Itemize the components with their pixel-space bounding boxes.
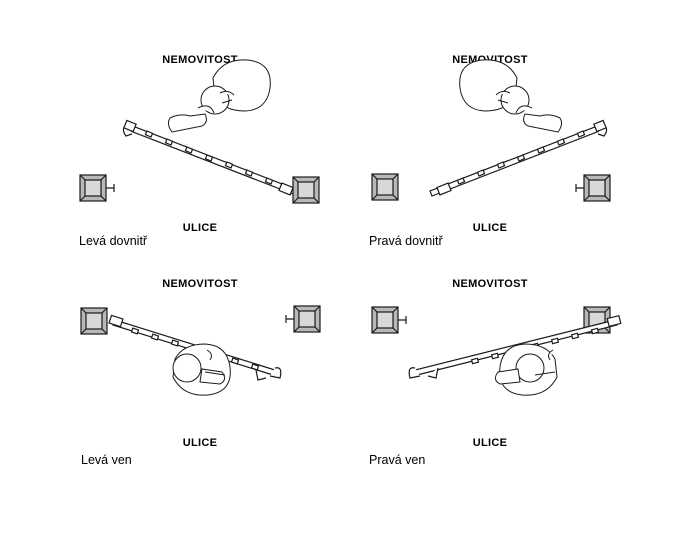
gate-post-icon xyxy=(371,173,399,201)
person-topdown-icon xyxy=(494,343,558,396)
person-topdown-icon xyxy=(167,59,271,133)
gate-leaf-icon xyxy=(429,119,608,197)
street-label: ULICE xyxy=(182,222,218,234)
caption: Pravá ven xyxy=(369,453,426,467)
property-label: NEMOVITOST xyxy=(162,278,238,290)
diagram-right-outward: NEMOVITOST xyxy=(360,272,660,502)
gate-post-icon xyxy=(292,176,320,204)
gate-post-icon xyxy=(575,174,611,202)
street-label: ULICE xyxy=(472,222,508,234)
diagram-right-inward: NEMOVITOST xyxy=(360,48,660,278)
gate-diagram-svg xyxy=(80,305,321,396)
diagram-left-inward: NEMOVITOST xyxy=(70,48,370,278)
caption: Pravá dovnitř xyxy=(369,234,443,248)
diagram-left-outward: NEMOVITOST xyxy=(70,272,370,502)
gate-post-icon xyxy=(80,307,108,335)
gate-post-icon xyxy=(79,174,115,202)
gate-post-icon xyxy=(371,306,407,334)
gate-diagram-svg xyxy=(371,306,622,396)
street-label: ULICE xyxy=(182,437,218,449)
gate-post-icon xyxy=(285,305,321,333)
gate-diagram-svg xyxy=(371,59,611,202)
street-label: ULICE xyxy=(472,437,508,449)
person-topdown-icon xyxy=(459,59,563,133)
property-label: NEMOVITOST xyxy=(452,278,528,290)
caption: Levá ven xyxy=(81,453,132,467)
gate-leaf-icon xyxy=(122,119,301,197)
person-topdown-icon xyxy=(172,343,231,396)
gate-diagram-svg xyxy=(79,59,320,204)
property-label: NEMOVITOST xyxy=(162,54,238,66)
caption: Levá dovnitř xyxy=(79,234,148,248)
